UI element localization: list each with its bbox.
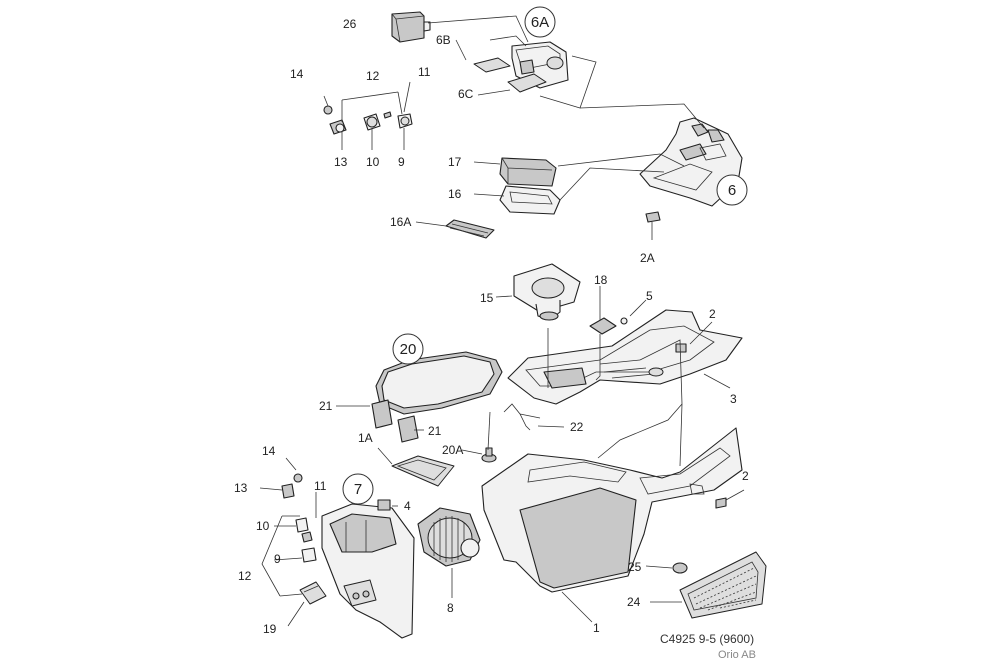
leader-lines <box>259 15 745 627</box>
part-22-rod <box>503 403 541 431</box>
callout-circle-3 <box>342 473 374 505</box>
callout-circles: 6A 6 20 7 <box>342 6 748 505</box>
part-label-7: 10 <box>366 155 380 169</box>
part-7-front-console <box>321 503 415 639</box>
part-label-21: 20A <box>442 443 463 457</box>
part-label-26: 10 <box>256 519 270 533</box>
part-label-30: 4 <box>404 499 411 513</box>
part-8-blower <box>417 507 481 567</box>
part-label-19: 21 <box>428 424 442 438</box>
part-label-8: 9 <box>398 155 405 169</box>
part-16a-mat <box>445 219 495 239</box>
part-18-clip <box>589 317 617 335</box>
part-label-33: 2 <box>742 469 749 483</box>
part-label-10: 16 <box>448 187 462 201</box>
part-label-32: 1 <box>593 621 600 635</box>
part-label-4: 12 <box>366 69 380 83</box>
part-label-20: 1A <box>358 431 373 445</box>
publisher-credit: Orio AB <box>718 649 756 661</box>
part-label-15: 5 <box>646 289 653 303</box>
part-connector-group-top <box>323 105 413 135</box>
part-17-tray <box>499 157 557 187</box>
part-label-2: 6C <box>458 87 474 101</box>
part-25-cap <box>672 562 688 574</box>
part-label-18: 21 <box>319 399 333 413</box>
part-label-23: 14 <box>262 444 276 458</box>
part-label-27: 9 <box>274 552 281 566</box>
part-label-13: 15 <box>480 291 494 305</box>
callout-label-1: 6 <box>728 182 736 199</box>
part-connector-group-left <box>281 473 327 605</box>
part-21-hinges <box>371 399 419 443</box>
part-label-16: 2 <box>709 307 716 321</box>
part-label-24: 13 <box>234 481 248 495</box>
part-3-frame <box>507 309 743 405</box>
part-2-screw-upper <box>675 343 687 353</box>
part-6c-pad <box>507 73 547 93</box>
part-label-0: 26 <box>343 17 357 31</box>
part-label-35: 24 <box>627 595 641 609</box>
part-label-28: 12 <box>238 569 252 583</box>
callout-label-3: 7 <box>354 481 362 498</box>
callout-label-2: 20 <box>400 341 417 358</box>
part-label-12: 2A <box>640 251 655 265</box>
part-6-trim-panel <box>639 117 743 207</box>
callout-label-0: 6A <box>531 14 549 31</box>
part-5-screw <box>620 317 628 325</box>
part-label-5: 11 <box>418 65 431 79</box>
part-label-6: 13 <box>334 155 348 169</box>
part-label-17: 3 <box>730 392 737 406</box>
callout-circle-2 <box>392 333 424 365</box>
part-4-screw <box>377 499 391 511</box>
part-20a-bumper <box>481 447 497 463</box>
part-label-34: 25 <box>628 560 642 574</box>
part-label-29: 19 <box>263 622 277 636</box>
part-label-31: 8 <box>447 601 454 615</box>
part-label-1: 6B <box>436 33 451 47</box>
part-2-screw-lower <box>715 497 727 509</box>
part-label-22: 22 <box>570 420 584 434</box>
part-1-console-body <box>481 403 743 593</box>
reference-code: C4925 9-5 (9600) <box>660 632 754 646</box>
part-15-cupholder <box>513 263 581 321</box>
part-label-9: 17 <box>448 155 462 169</box>
callout-circle-1 <box>716 174 748 206</box>
part-label-14: 18 <box>594 273 608 287</box>
part-label-3: 14 <box>290 67 304 81</box>
part-16-tray <box>499 185 561 215</box>
part-label-11: 16A <box>390 215 411 229</box>
part-24-net <box>679 551 767 619</box>
part-20-armrest-lid <box>375 351 503 415</box>
part-1a-pad <box>391 455 455 487</box>
part-26-box <box>391 11 431 43</box>
part-6b-pad <box>473 57 511 73</box>
callout-circle-0 <box>524 6 556 38</box>
part-2a-screw <box>645 211 661 223</box>
part-label-25: 11 <box>314 479 327 493</box>
